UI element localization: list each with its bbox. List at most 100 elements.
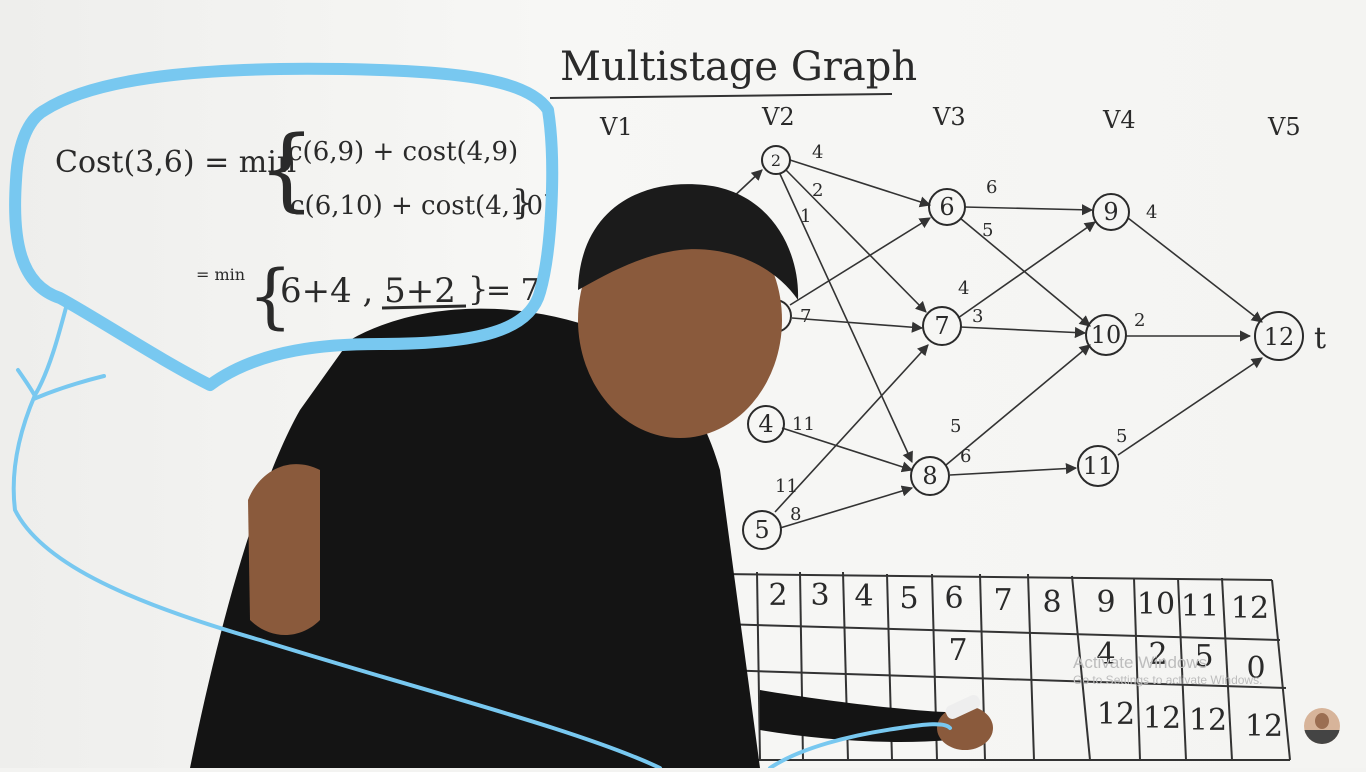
highlight-arrow-head <box>16 368 106 401</box>
stage-label-v3: V3 <box>932 103 966 131</box>
formula-lhs: Cost(3,6) = min <box>55 145 296 180</box>
weight-2-7: 2 <box>812 180 823 201</box>
weight-9-12: 4 <box>1146 202 1157 223</box>
edge-3-7 <box>791 317 924 333</box>
table-header-5: 5 <box>899 581 918 616</box>
edge-7-10 <box>959 326 1087 339</box>
weight-8-10: 5 <box>950 416 961 437</box>
table-header-4: 4 <box>854 579 873 614</box>
edge-9-12 <box>1127 217 1263 323</box>
weight-5-7: 11 <box>775 476 798 497</box>
weight-4-8: 11 <box>792 414 815 435</box>
table-d-11: 12 <box>1189 703 1227 738</box>
edge-2-6 <box>789 159 932 208</box>
svg-text:9: 9 <box>1103 198 1118 226</box>
edge-5-8 <box>779 485 914 529</box>
edge-weights: 4 2 1 7 11 11 8 6 5 4 3 5 6 4 2 5 <box>775 142 1157 525</box>
formula-term-1: c(6,9) + cost(4,9) <box>288 137 518 167</box>
formula-underline <box>381 304 467 310</box>
highlight-pointer <box>768 722 952 770</box>
edge-4-8 <box>781 427 914 473</box>
stage-label-v2: V2 <box>761 103 795 131</box>
watermark-title: Activate Windows <box>1073 653 1208 672</box>
stage-label-v1: V1 <box>599 113 633 141</box>
svg-text:4: 4 <box>758 410 773 438</box>
activation-watermark: Activate Windows Go to Settings to activ… <box>1073 652 1262 688</box>
node-10: 10 <box>1085 314 1127 356</box>
weight-2-6: 4 <box>812 142 823 163</box>
title-underline <box>549 93 893 99</box>
highlight-loop <box>9 62 559 391</box>
node-8: 8 <box>910 456 950 496</box>
formula-right-brace-2: } <box>468 270 488 308</box>
svg-text:10: 10 <box>1091 321 1122 349</box>
watermark-subtitle: Go to Settings to activate Windows. <box>1073 673 1263 688</box>
table-d-9: 12 <box>1097 697 1135 732</box>
table-header-7: 7 <box>993 583 1012 618</box>
weight-7-9: 4 <box>958 278 969 299</box>
formula-values: 6+4 , 5+2 <box>280 271 456 311</box>
weight-8-11: 6 <box>960 446 971 467</box>
weight-3-7: 7 <box>800 306 811 327</box>
edge-8-10 <box>945 344 1091 466</box>
edge-2-7 <box>785 169 927 313</box>
weight-10-12: 2 <box>1134 310 1145 331</box>
sink-label: t <box>1314 321 1326 356</box>
table-header-10: 10 <box>1137 587 1175 622</box>
cost-table: 1 2 3 4 5 6 7 8 9 10 11 12 7 4 2 5 0 12 … <box>719 571 1291 761</box>
cost-formula: Cost(3,6) = min { c(6,9) + cost(4,9) c(6… <box>55 117 553 337</box>
highlight-annotation <box>9 62 952 770</box>
edge-6-9 <box>963 204 1094 216</box>
avatar-head <box>1315 713 1329 729</box>
edge-8-11 <box>949 462 1078 476</box>
table-d-10: 12 <box>1143 701 1181 736</box>
edge-7-9 <box>957 221 1096 319</box>
channel-avatar[interactable] <box>1304 708 1340 744</box>
formula-brace-2: { <box>248 255 293 337</box>
table-cost-12: 0 <box>1246 651 1265 686</box>
graph-nodes: 2 3 4 5 6 7 8 9 10 11 12 t <box>742 145 1326 550</box>
highlight-arrow-line <box>11 298 662 770</box>
table-header-2: 2 <box>768 578 787 613</box>
node-6: 6 <box>928 188 966 226</box>
instructor-arm <box>248 464 320 635</box>
weight-2-8: 1 <box>800 206 811 227</box>
instructor-hair <box>578 184 799 300</box>
weight-6-10: 5 <box>982 220 993 241</box>
table-header-3: 3 <box>810 578 829 613</box>
node-5: 5 <box>742 510 782 550</box>
table-header-8: 8 <box>1042 585 1061 620</box>
edge-11-12 <box>1117 357 1263 456</box>
svg-text:8: 8 <box>922 462 937 490</box>
table-cost-6: 7 <box>948 633 967 668</box>
svg-text:12: 12 <box>1264 323 1295 351</box>
table-cost-9: 4 <box>1096 637 1115 672</box>
formula-term-2: c(6,10) + cost(4,10) <box>290 191 553 221</box>
weight-7-10: 3 <box>972 306 983 327</box>
graph-edges <box>729 159 1263 529</box>
weight-5-8: 8 <box>790 504 801 525</box>
weight-6-9: 6 <box>986 177 997 198</box>
instructor-shirt <box>190 308 760 768</box>
node-12: 12 <box>1254 311 1304 361</box>
table-cost-10: 2 <box>1148 637 1167 672</box>
table-header-12: 12 <box>1231 591 1269 626</box>
table-header-11: 11 <box>1181 589 1219 624</box>
svg-text:5: 5 <box>754 516 769 544</box>
node-7: 7 <box>922 306 962 346</box>
formula-right-brace: } <box>512 183 534 223</box>
stage-label-v4: V4 <box>1102 106 1136 134</box>
edge-3-6 <box>789 217 931 306</box>
edge-5-7 <box>774 344 929 513</box>
node-2: 2 <box>761 145 791 175</box>
table-cost-11: 5 <box>1194 639 1213 674</box>
node-4: 4 <box>747 405 785 443</box>
marker-pen <box>945 695 981 719</box>
node-11: 11 <box>1077 445 1119 487</box>
formula-min: = min <box>196 265 245 284</box>
stage-labels: V1 V2 V3 V4 V5 <box>599 103 1301 141</box>
table-header-9: 9 <box>1096 585 1115 620</box>
table-header-6: 6 <box>944 581 963 616</box>
